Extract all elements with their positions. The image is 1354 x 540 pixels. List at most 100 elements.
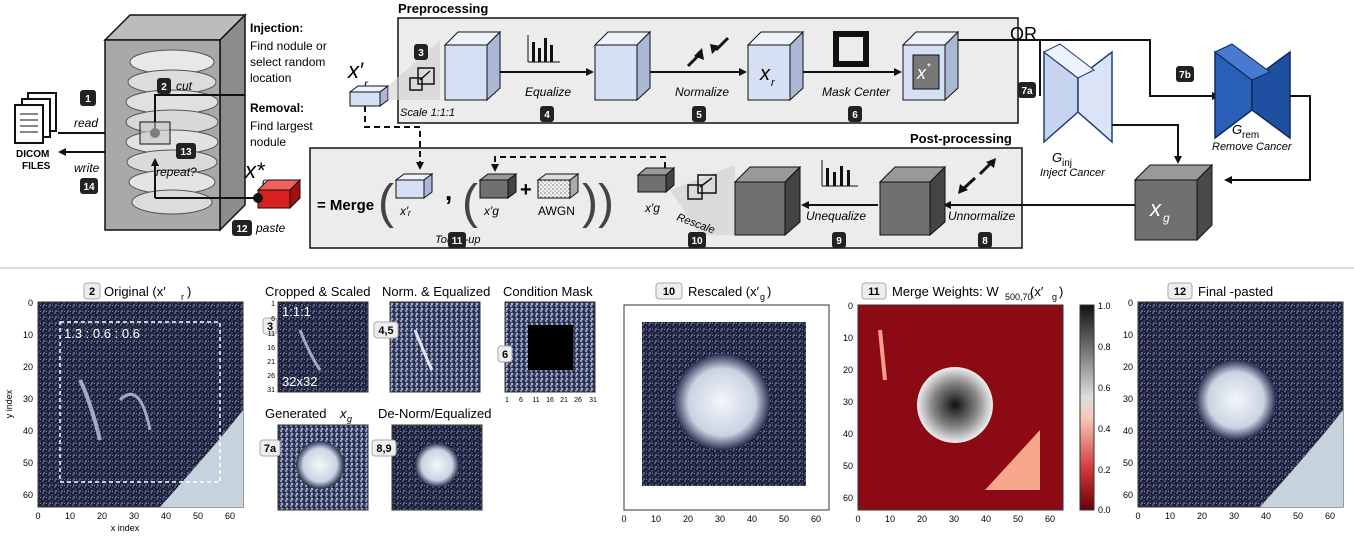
merge-colorbar xyxy=(1079,304,1095,511)
svg-text:0: 0 xyxy=(28,298,33,308)
svg-text:0.2: 0.2 xyxy=(1098,465,1111,475)
panel-original-title-sub: r xyxy=(181,292,184,302)
svg-text:1: 1 xyxy=(85,94,91,105)
badge-panel-denorm: 8,9 xyxy=(371,439,397,457)
final-nodule xyxy=(1196,360,1276,440)
write-label: write xyxy=(74,161,100,175)
dicom-label-1: DICOM xyxy=(16,149,49,160)
svg-text:40: 40 xyxy=(1123,426,1133,436)
generator-inject-icon xyxy=(1043,43,1113,144)
svg-text:0.8: 0.8 xyxy=(1098,342,1111,352)
svg-text:50: 50 xyxy=(843,461,853,471)
original-xlabel: x index xyxy=(111,523,140,533)
svg-text:9: 9 xyxy=(836,236,842,247)
panel-original-title: Original (x′ xyxy=(104,284,166,299)
badge-12: 12 xyxy=(232,220,252,236)
removal-line-1: Find largest xyxy=(250,119,313,133)
svg-text:20: 20 xyxy=(1123,362,1133,372)
injection-line-3: location xyxy=(250,71,291,85)
xr-star-label: x xyxy=(916,63,927,83)
merge-weights-corner xyxy=(985,430,1040,490)
svg-text:10: 10 xyxy=(65,511,75,521)
svg-text:60: 60 xyxy=(1123,490,1133,500)
svg-text:40: 40 xyxy=(843,429,853,439)
panel-mask-center xyxy=(528,325,573,370)
paste-label: paste xyxy=(255,221,286,235)
panel-final-title: Final -pasted xyxy=(1198,284,1273,299)
badge-panel-rescaled: 10 xyxy=(655,282,683,300)
injection-line-2: select random xyxy=(250,55,325,69)
merge-xr-label: x′ᵣ xyxy=(399,204,411,218)
unequalize-histogram-icon xyxy=(821,160,858,187)
svg-text:4: 4 xyxy=(544,110,550,121)
svg-text:50: 50 xyxy=(1123,458,1133,468)
svg-text:1.0: 1.0 xyxy=(1098,301,1111,311)
generator-remove-icon xyxy=(1214,43,1291,140)
scale-label: Scale 1:1:1 xyxy=(400,107,455,119)
svg-text:60: 60 xyxy=(1325,511,1335,521)
cropped-yticks: 1 6 11 16 21 26 31 xyxy=(267,301,275,394)
panel-generated-xg: x xyxy=(339,406,347,421)
svg-text:40: 40 xyxy=(161,511,171,521)
svg-text:0.0: 0.0 xyxy=(1098,505,1111,515)
cube-scaled xyxy=(443,30,502,102)
svg-text:1: 1 xyxy=(505,397,509,404)
panel-cropped-title: Cropped & Scaled xyxy=(265,284,371,299)
svg-text:3: 3 xyxy=(418,48,424,59)
svg-text:10: 10 xyxy=(885,514,895,524)
svg-text:26: 26 xyxy=(574,397,582,404)
xr-prime-sub: r xyxy=(364,77,369,91)
svg-text:10: 10 xyxy=(1123,330,1133,340)
g-rem-label: G xyxy=(1232,122,1242,137)
svg-text:30: 30 xyxy=(715,514,725,524)
badge-9: 9 xyxy=(832,232,846,248)
original-yticks: 0 10 20 30 40 50 60 xyxy=(23,298,33,500)
read-label: read xyxy=(74,116,98,130)
svg-text:20: 20 xyxy=(917,514,927,524)
svg-text:60: 60 xyxy=(811,514,821,524)
scale-icon xyxy=(409,67,435,91)
svg-text:20: 20 xyxy=(843,365,853,375)
cube-xg xyxy=(1133,163,1214,242)
badge-5: 5 xyxy=(692,106,706,122)
svg-text:2: 2 xyxy=(89,286,95,298)
merge-inner-paren-open: ( xyxy=(462,176,478,229)
original-ylabel: y index xyxy=(4,389,14,418)
svg-text:1: 1 xyxy=(271,301,275,308)
normalize-label: Normalize xyxy=(675,85,729,99)
svg-text:20: 20 xyxy=(1197,511,1207,521)
panel-merge-arg-close: ) xyxy=(1059,284,1063,299)
mask-center-label: Mask Center xyxy=(822,85,891,99)
badge-panel-final: 12 xyxy=(1167,282,1193,300)
svg-text:10: 10 xyxy=(843,333,853,343)
svg-text:0: 0 xyxy=(35,511,40,521)
xr-prime-cube xyxy=(348,85,390,107)
xr-prime-label: x′ xyxy=(347,58,364,83)
final-xticks: 0 10 20 30 40 50 60 xyxy=(1135,511,1335,521)
svg-text:60: 60 xyxy=(23,490,33,500)
unnormalize-icon xyxy=(958,158,996,194)
cube-xr-star xyxy=(901,30,960,102)
svg-text:40: 40 xyxy=(1261,511,1271,521)
svg-text:11: 11 xyxy=(868,286,880,298)
final-yticks: 0 10 20 30 40 50 60 xyxy=(1123,298,1133,500)
svg-text:30: 30 xyxy=(1123,394,1133,404)
merge-xg-cube xyxy=(478,173,518,199)
xr-label: x xyxy=(759,63,771,85)
panel-original-title-close: ) xyxy=(187,284,191,299)
colorbar-ticks: 1.0 0.8 0.6 0.4 0.2 0.0 xyxy=(1098,301,1111,515)
svg-text:40: 40 xyxy=(981,514,991,524)
normeq-vessel xyxy=(413,329,434,371)
svg-text:12: 12 xyxy=(236,224,248,235)
badge-14: 14 xyxy=(80,178,98,194)
svg-text:11: 11 xyxy=(532,397,539,404)
generated-nodule xyxy=(296,441,344,489)
awgn-label: AWGN xyxy=(538,204,575,218)
red-paste-cube xyxy=(253,178,302,210)
panel-generated-image xyxy=(277,424,369,511)
svg-text:30: 30 xyxy=(949,514,959,524)
xg-label: x xyxy=(1149,196,1162,221)
xr-sub: r xyxy=(771,77,776,89)
badge-panel-original: 2 xyxy=(83,282,101,300)
svg-text:0: 0 xyxy=(855,514,860,524)
